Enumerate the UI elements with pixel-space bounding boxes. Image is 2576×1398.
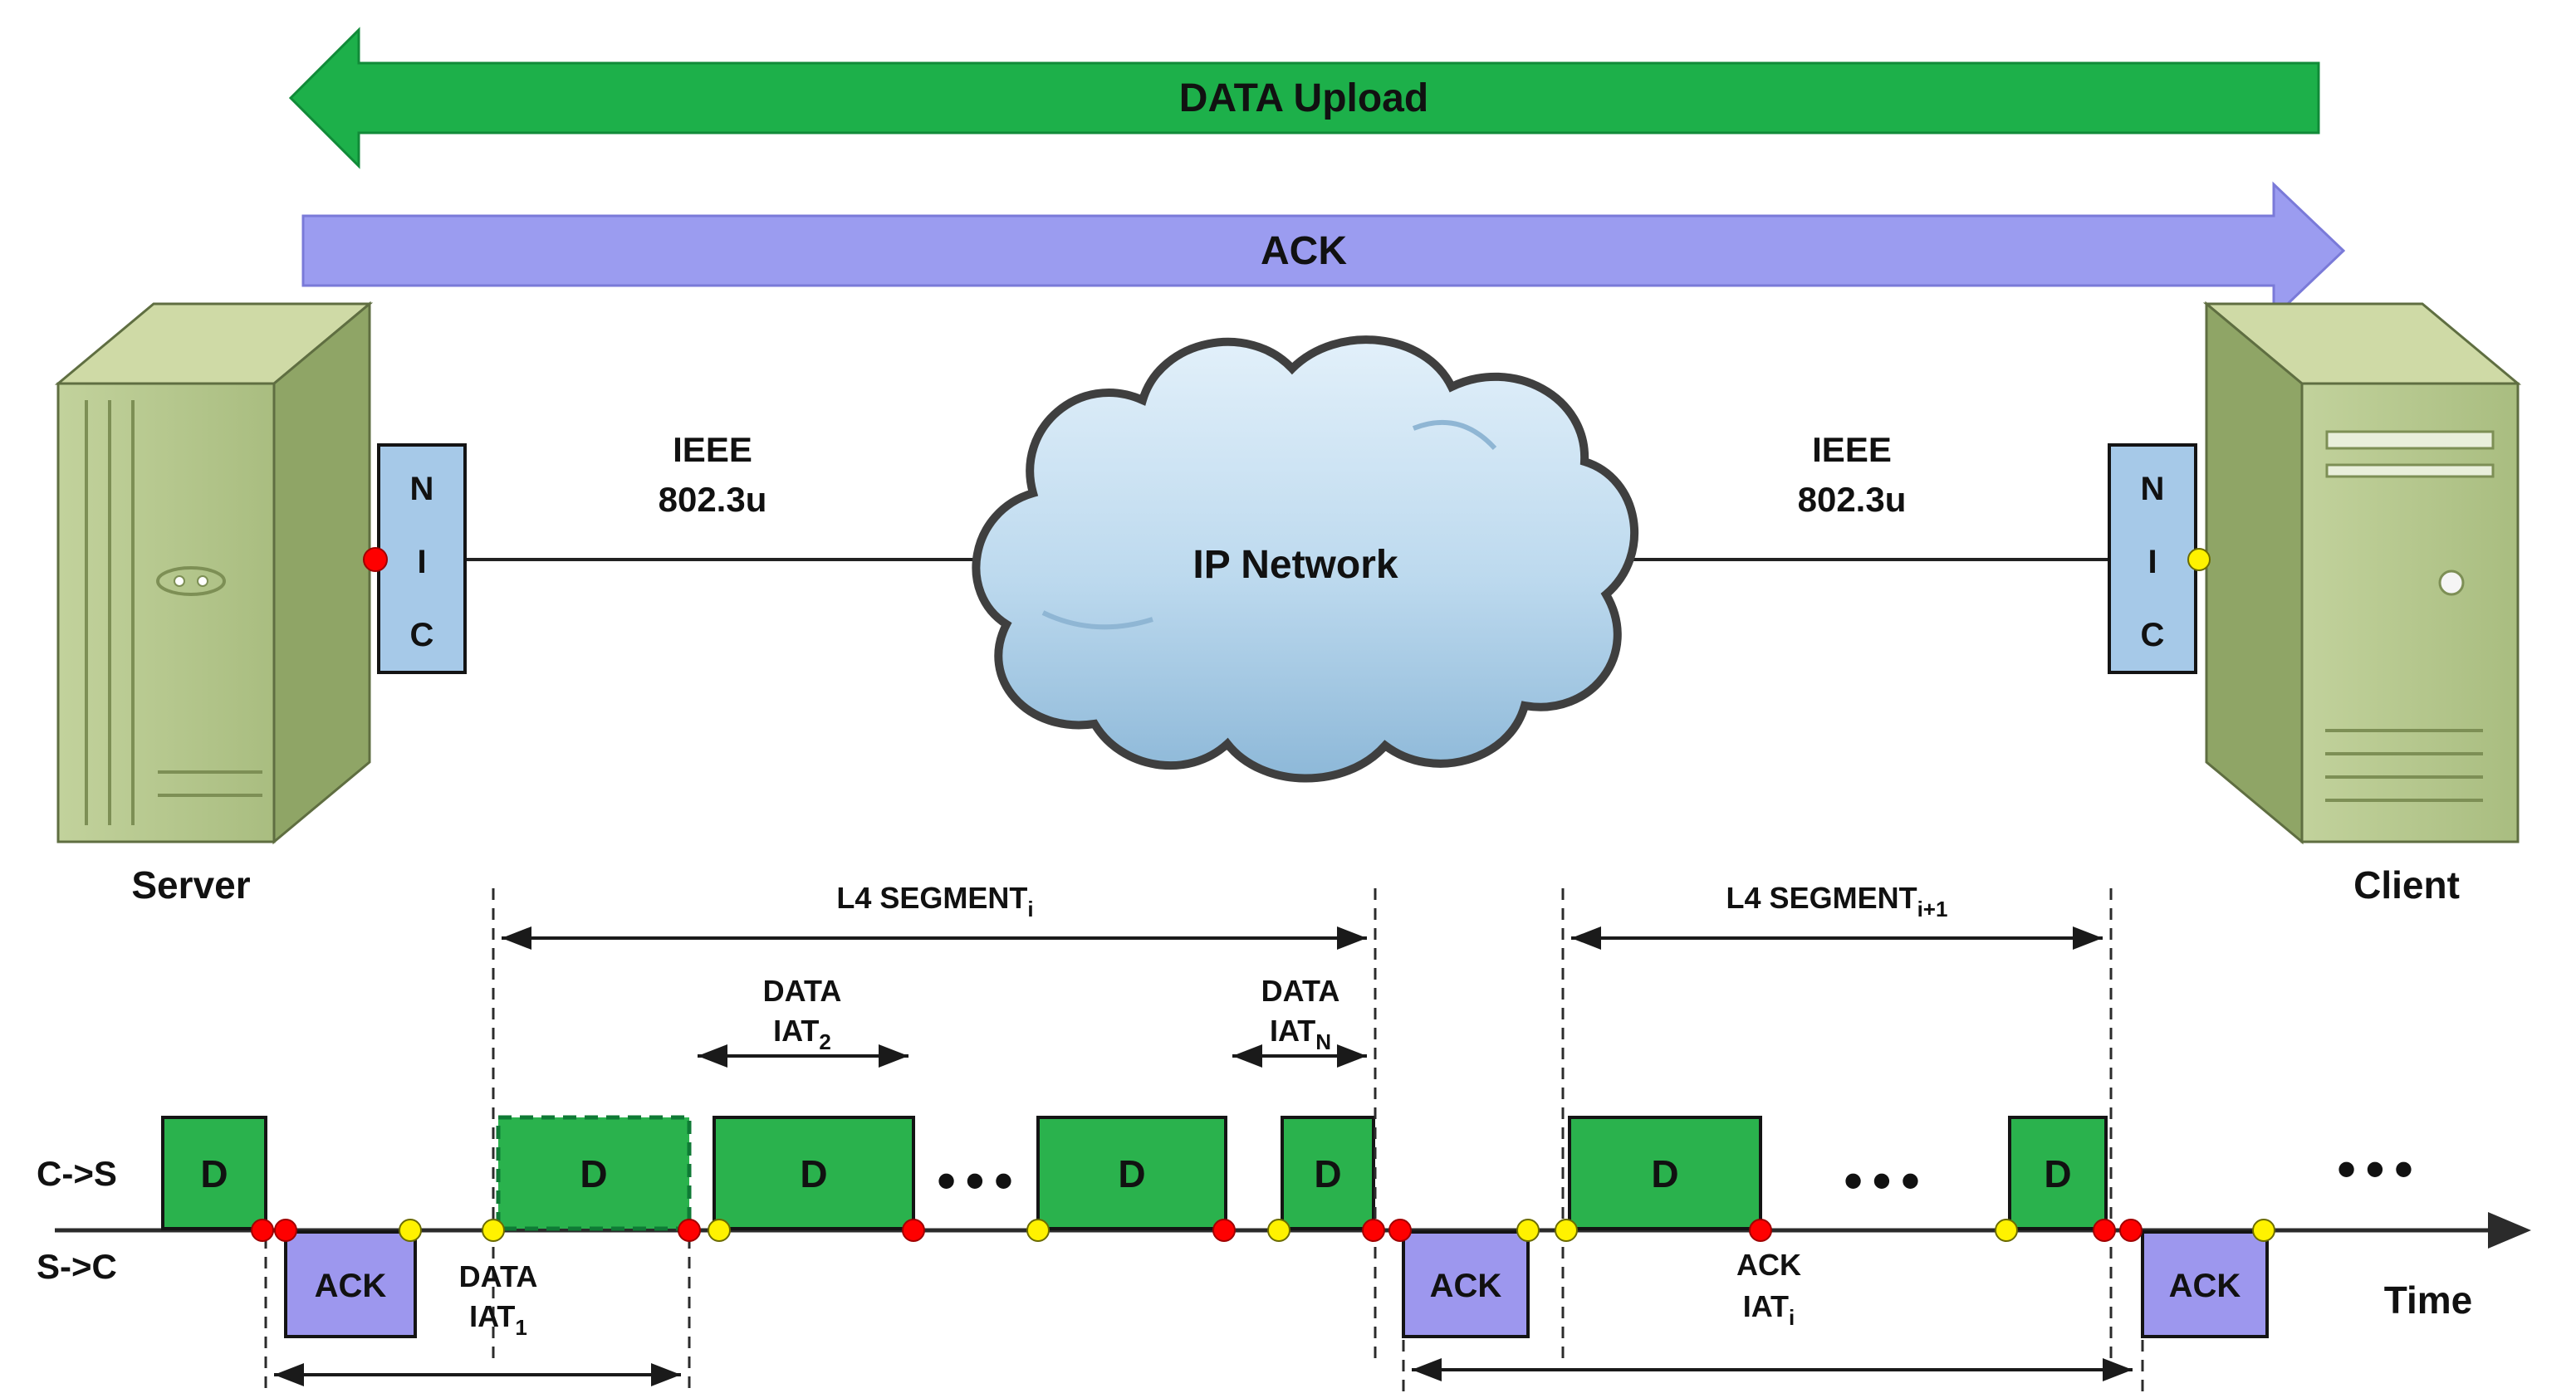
red-marker: [274, 1219, 297, 1242]
svg-text:ACK: ACK: [1430, 1268, 1502, 1304]
server-label: Server: [131, 863, 250, 907]
d-packet: [2008, 1116, 2108, 1230]
nic-right-letter-n: N: [2141, 471, 2165, 507]
ack-iati-label: IATi: [1743, 1289, 1795, 1330]
ack-packets: ACK ACK ACK: [284, 1230, 2269, 1338]
d-packet: [1036, 1116, 1227, 1230]
data-iat2-measure: DATA IAT2: [698, 974, 908, 1068]
nic-right: N I C: [2108, 443, 2211, 674]
cloud-label: IP Network: [1193, 543, 1398, 587]
d-packet: [713, 1116, 915, 1230]
server-graphic: [54, 301, 374, 845]
ack-arrow-label: ACK: [1261, 229, 1347, 273]
ack-arrow-shape: [301, 181, 2346, 320]
dashed-boundaries: [264, 888, 2144, 1391]
time-axis-arrowhead: [2488, 1212, 2531, 1249]
svg-text:802.3u: 802.3u: [659, 480, 767, 519]
yellow-marker: [708, 1219, 731, 1242]
server-nic-red-marker: [363, 547, 388, 572]
nic-right-letter-c: C: [2141, 617, 2165, 653]
ack-packet: [2141, 1230, 2269, 1338]
svg-text:D: D: [1314, 1152, 1341, 1195]
sc-direction-label: S->C: [37, 1247, 117, 1286]
red-marker: [902, 1219, 925, 1242]
svg-text:ACK: ACK: [2169, 1268, 2241, 1304]
svg-text:D: D: [1118, 1152, 1145, 1195]
data-packets: D D D D D D D: [161, 1115, 2108, 1231]
time-label: Time: [2384, 1278, 2473, 1322]
l4-segment-i-measure: L4 SEGMENTi: [502, 881, 1367, 950]
data-iatn-label: IATN: [1270, 1014, 1331, 1054]
yellow-marker: [399, 1219, 422, 1242]
yellow-marker: [1026, 1219, 1050, 1242]
client-label: Client: [2353, 863, 2460, 907]
ellipsis: •••: [937, 1151, 1022, 1210]
ellipsis: •••: [2337, 1139, 2422, 1199]
l4-segment-i1-measure: L4 SEGMENTi+1: [1571, 881, 2103, 950]
red-marker: [1212, 1219, 1236, 1242]
nic-left: N I C: [363, 443, 467, 674]
yellow-marker: [1555, 1219, 1578, 1242]
data-upload-arrow-shape: [288, 27, 2320, 169]
d-packet: [1568, 1116, 1762, 1230]
yellow-marker: [482, 1219, 505, 1242]
svg-text:DATA: DATA: [763, 974, 842, 1008]
data-iat2-label: IAT2: [773, 1014, 831, 1054]
nic-right-letter-i: I: [2147, 544, 2157, 580]
red-marker: [1388, 1219, 1412, 1242]
svg-text:D: D: [2044, 1152, 2071, 1195]
red-marker: [1362, 1219, 1385, 1242]
svg-text:802.3u: 802.3u: [1798, 480, 1907, 519]
svg-text:IEEE: IEEE: [1812, 430, 1892, 469]
svg-text:ACK: ACK: [315, 1268, 387, 1304]
svg-text:D: D: [800, 1152, 827, 1195]
svg-text:D: D: [200, 1152, 228, 1195]
yellow-marker: [1267, 1219, 1290, 1242]
nic-left-letter-c: C: [410, 617, 434, 653]
svg-text:DATA: DATA: [459, 1259, 538, 1293]
client-nic-yellow-marker: [2187, 548, 2211, 571]
svg-text:D: D: [1651, 1152, 1678, 1195]
cloud-shape: [972, 335, 1638, 783]
svg-text:DATA: DATA: [1261, 974, 1340, 1008]
timeline-markers: [251, 1219, 2275, 1242]
ack-packet: [284, 1230, 417, 1338]
cs-direction-label: C->S: [37, 1154, 117, 1193]
ack-arrow: ACK: [301, 181, 2346, 320]
svg-text:ACK: ACK: [1736, 1248, 1801, 1282]
d-packet: [1281, 1116, 1375, 1230]
yellow-marker: [2252, 1219, 2275, 1242]
data-iat1-measure: DATA IAT1: [274, 1259, 681, 1386]
nic-left-letter-n: N: [410, 471, 434, 507]
d-packet-segment-start: [496, 1115, 692, 1231]
l4-segment-i-label: L4 SEGMENTi: [836, 881, 1033, 921]
red-marker: [2119, 1219, 2143, 1242]
d-packet: [161, 1116, 267, 1230]
ellipsis: •••: [1844, 1151, 1929, 1210]
l4-segment-i1-label: L4 SEGMENTi+1: [1726, 881, 1948, 921]
yellow-marker: [1516, 1219, 1540, 1242]
nic-left-letter-i: I: [417, 544, 426, 580]
yellow-marker: [1995, 1219, 2018, 1242]
red-marker: [251, 1219, 274, 1242]
svg-text:IEEE: IEEE: [673, 430, 752, 469]
red-marker: [678, 1219, 701, 1242]
data-upload-label: DATA Upload: [1179, 76, 1428, 120]
client-graphic: [2202, 301, 2522, 845]
ack-iati-measure: ACK IATi: [1412, 1248, 2133, 1381]
svg-text:D: D: [580, 1152, 607, 1195]
nic-right-box: [2108, 443, 2197, 674]
red-marker: [1749, 1219, 1772, 1242]
data-iat1-label: IAT1: [469, 1299, 527, 1340]
data-upload-arrow: DATA Upload: [288, 27, 2320, 169]
data-iatn-measure: DATA IATN: [1232, 974, 1367, 1068]
ip-network-cloud: IP Network: [972, 335, 1638, 783]
right-link-label: IEEE 802.3u: [1798, 430, 1907, 519]
left-link-label: IEEE 802.3u: [659, 430, 767, 519]
ack-packet: [1402, 1230, 1530, 1338]
red-marker: [2093, 1219, 2116, 1242]
